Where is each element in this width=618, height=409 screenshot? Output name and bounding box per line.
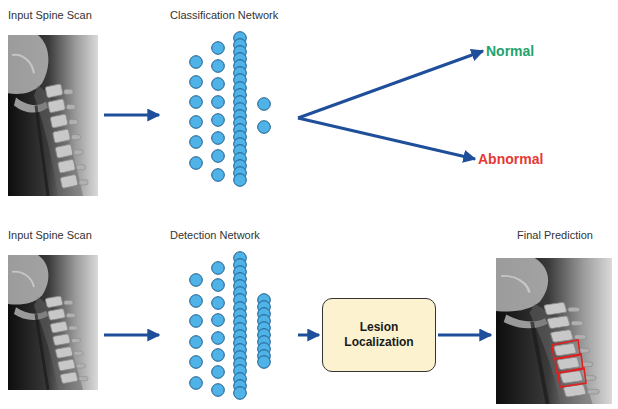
class-label-text: Abnormal bbox=[478, 150, 543, 168]
flow-arrow bbox=[438, 334, 491, 337]
neural-network: Detection Network bbox=[162, 228, 296, 398]
flow-arrow bbox=[104, 114, 159, 117]
process-box: Lesion Localization bbox=[322, 298, 436, 372]
class-label-text: Normal bbox=[486, 42, 534, 60]
class-label: Normal bbox=[486, 42, 534, 60]
heading-label: Classification Network bbox=[162, 8, 296, 22]
xray-image: Input Spine Scan bbox=[8, 8, 102, 198]
flow-arrow bbox=[298, 334, 319, 337]
heading-label: Final Prediction bbox=[494, 228, 616, 242]
neural-network: Classification Network bbox=[162, 8, 296, 190]
heading-label: Detection Network bbox=[162, 228, 296, 242]
xray-image: Input Spine Scan bbox=[8, 228, 102, 392]
box-label: Lesion Localization bbox=[331, 320, 427, 350]
heading-label: Input Spine Scan bbox=[8, 228, 102, 242]
class-label: Abnormal bbox=[478, 150, 543, 168]
heading-label: Input Spine Scan bbox=[8, 8, 102, 22]
xray-image: Final Prediction bbox=[494, 228, 616, 404]
flow-arrow bbox=[298, 118, 475, 159]
flow-arrow bbox=[104, 334, 159, 337]
flow-arrow bbox=[298, 51, 483, 118]
